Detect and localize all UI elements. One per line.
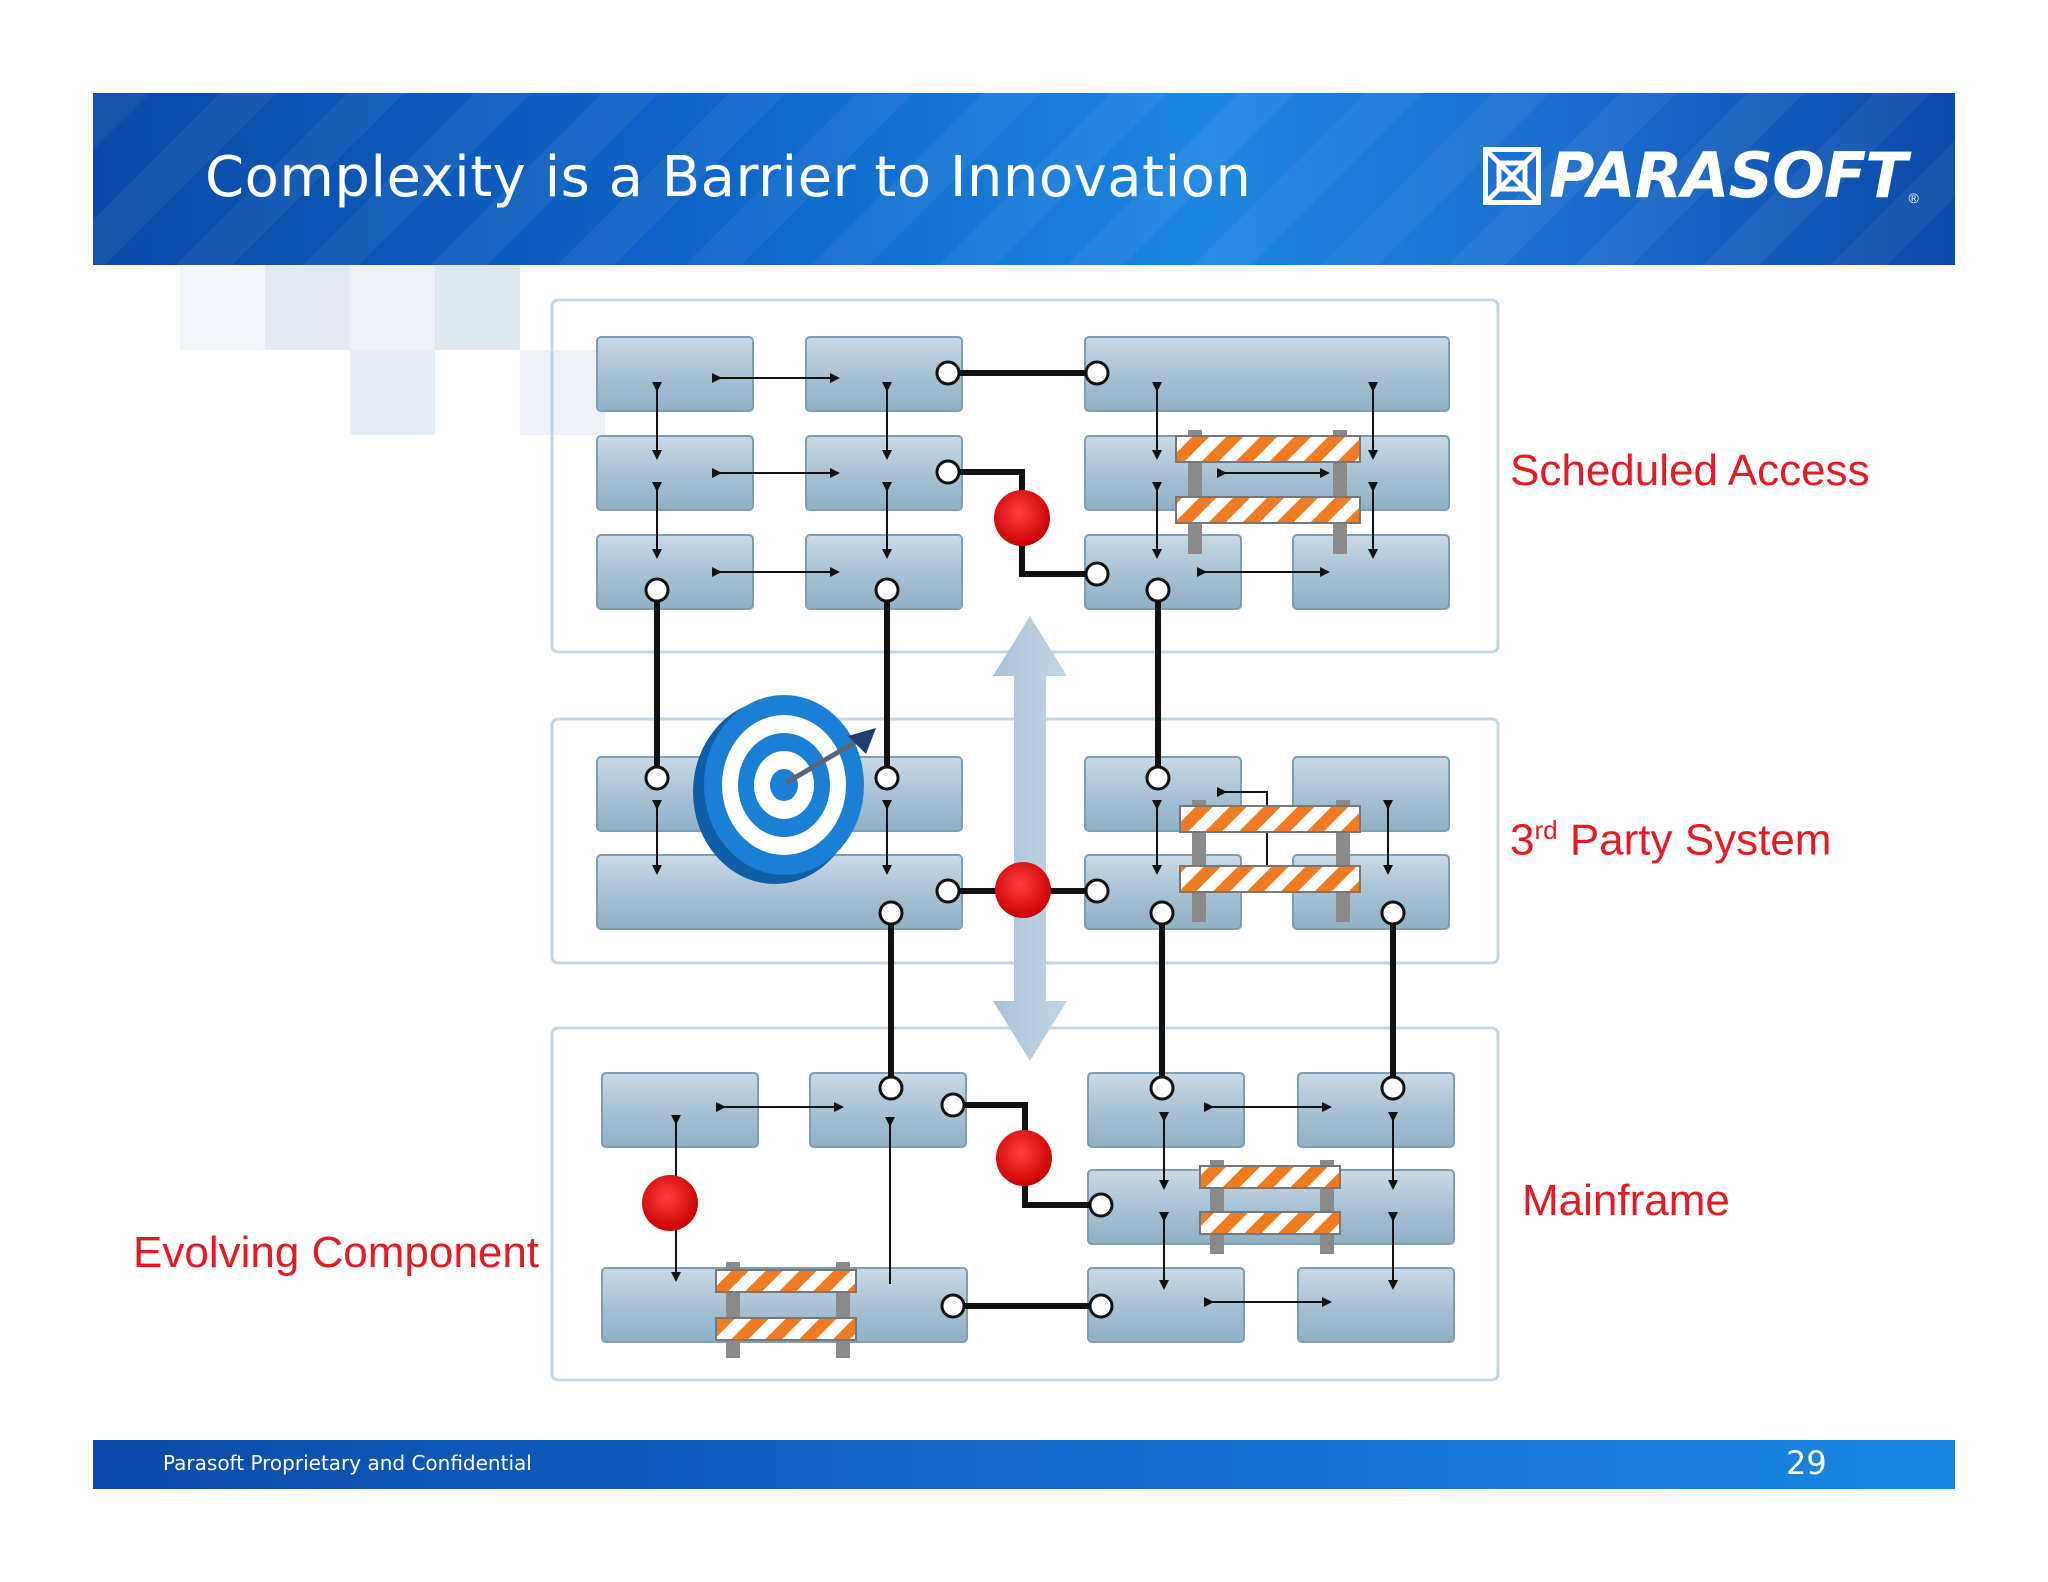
connector-node (878, 1075, 904, 1101)
connector-node (874, 765, 900, 791)
header-bar (93, 93, 1955, 265)
label-third-party-prefix: 3 (1510, 815, 1535, 865)
thin-connectors (652, 373, 1398, 1307)
component-box (1297, 1072, 1455, 1148)
connector-node (644, 765, 670, 791)
connector-node (1084, 360, 1110, 386)
connector (1217, 787, 1268, 866)
connector-node (1145, 765, 1171, 791)
connector-node (874, 577, 900, 603)
connector-node (1088, 1293, 1114, 1319)
component-boxes-top (596, 336, 1450, 610)
page-number: 29 (1786, 1444, 1827, 1482)
label-evolving-component: Evolving Component (133, 1228, 540, 1277)
label-third-party-suffix: Party System (1557, 815, 1832, 865)
connector-node (940, 1092, 966, 1118)
connector-node (935, 878, 961, 904)
decor-square (265, 265, 350, 350)
decor-square (180, 265, 265, 350)
blocked-dots (642, 490, 1052, 1231)
connector-nodes (644, 360, 1406, 1319)
barricade-icon (715, 1262, 857, 1358)
blocked-dot-icon (642, 1175, 698, 1231)
decor-square (350, 265, 435, 350)
dart-icon (784, 728, 876, 786)
component-box (601, 1072, 759, 1148)
footer-confidential: Parasoft Proprietary and Confidential (163, 1451, 532, 1475)
connector-node (1145, 577, 1171, 603)
barricade-icon (1179, 800, 1361, 922)
connector-node (1380, 900, 1406, 926)
label-third-party-sup: rd (1534, 815, 1558, 845)
component-boxes-bottom (601, 1072, 1455, 1343)
connector-node (644, 577, 670, 603)
connector-node (1380, 1075, 1406, 1101)
label-third-party-system: 3rd Party System (1510, 815, 1831, 866)
slide-title: Complexity is a Barrier to Innovation (205, 145, 1252, 210)
connector-node (935, 360, 961, 386)
connector-node (1149, 1075, 1175, 1101)
label-mainframe: Mainframe (1522, 1176, 1730, 1225)
connector-node (1088, 1192, 1114, 1218)
blocked-dot-icon (994, 490, 1050, 546)
double-arrow-icon (993, 616, 1067, 1061)
blocked-dot-icon (995, 862, 1051, 918)
component-box (1084, 336, 1450, 412)
thick-connectors (654, 370, 1396, 1309)
logo-registered: ® (1908, 190, 1919, 206)
decor-square (435, 265, 520, 350)
decor-square (520, 350, 605, 435)
connector-node (1149, 900, 1175, 926)
barricade-icon (1175, 430, 1361, 554)
component-box (596, 336, 754, 412)
component-box (1297, 1267, 1455, 1343)
blocked-dot-icon (996, 1130, 1052, 1186)
connector-node (935, 459, 961, 485)
barricade-icon (1199, 1160, 1341, 1254)
connector-node (1084, 561, 1110, 587)
parasoft-logo: PARASOFT ® (1483, 140, 1919, 212)
target-icon (693, 695, 864, 884)
footer-bar (93, 1440, 1955, 1489)
logo-text: PARASOFT (1549, 139, 1907, 212)
label-scheduled-access: Scheduled Access (1510, 446, 1870, 495)
connector-node (940, 1293, 966, 1319)
decor-square (350, 350, 435, 435)
parasoft-logo-icon (1483, 147, 1541, 205)
connector-node (878, 900, 904, 926)
connector-node (1084, 878, 1110, 904)
